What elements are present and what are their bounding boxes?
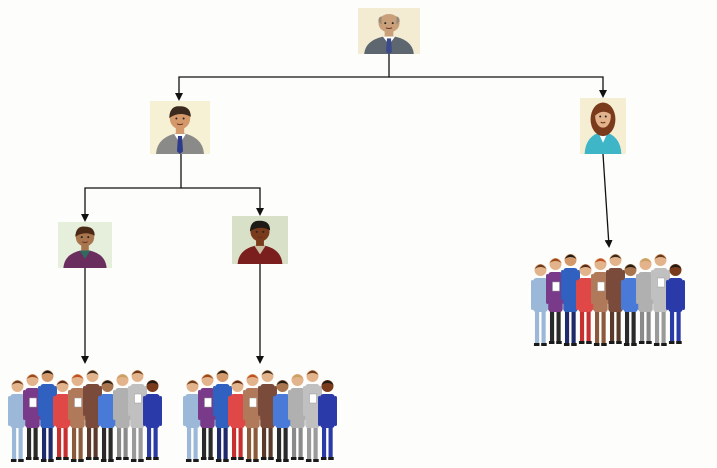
connector-manager-left-to-supervisor-b [181, 187, 264, 216]
employee-figure [303, 370, 322, 462]
employee-figure [8, 380, 27, 462]
employee-figure [666, 264, 685, 344]
employee-group-icon [183, 370, 337, 462]
employee-figure [288, 374, 307, 460]
woman-portrait-icon [58, 222, 112, 268]
employee-figure [606, 254, 625, 344]
employee-figure [98, 380, 117, 462]
connector-executive-to-manager-right [389, 76, 607, 98]
employee-figure [128, 370, 147, 462]
employee-figure [531, 264, 550, 346]
businessman-portrait-icon [150, 101, 210, 154]
employee-figure [143, 380, 162, 460]
connector-executive-to-manager-left [175, 54, 390, 101]
employee-figure [318, 380, 337, 460]
employee-figure [546, 258, 565, 344]
man-portrait-icon [232, 216, 288, 264]
employee-figure [83, 370, 102, 460]
employee-figure [228, 380, 247, 460]
employee-group-icon [531, 254, 685, 346]
connector-manager-right-to-team-right [602, 153, 613, 248]
employee-group-icon [8, 370, 162, 462]
businessman-portrait-icon [358, 8, 420, 54]
employee-figure [198, 374, 217, 460]
portrait-nodes [58, 8, 626, 268]
businesswoman-portrait-icon [580, 98, 626, 154]
team-groups [8, 254, 685, 462]
employee-figure [258, 370, 277, 460]
employee-figure [561, 254, 580, 346]
employee-figure [38, 370, 57, 462]
employee-figure [651, 254, 670, 346]
connector-manager-left-to-supervisor-a [81, 154, 182, 222]
connector-lines [81, 54, 613, 364]
